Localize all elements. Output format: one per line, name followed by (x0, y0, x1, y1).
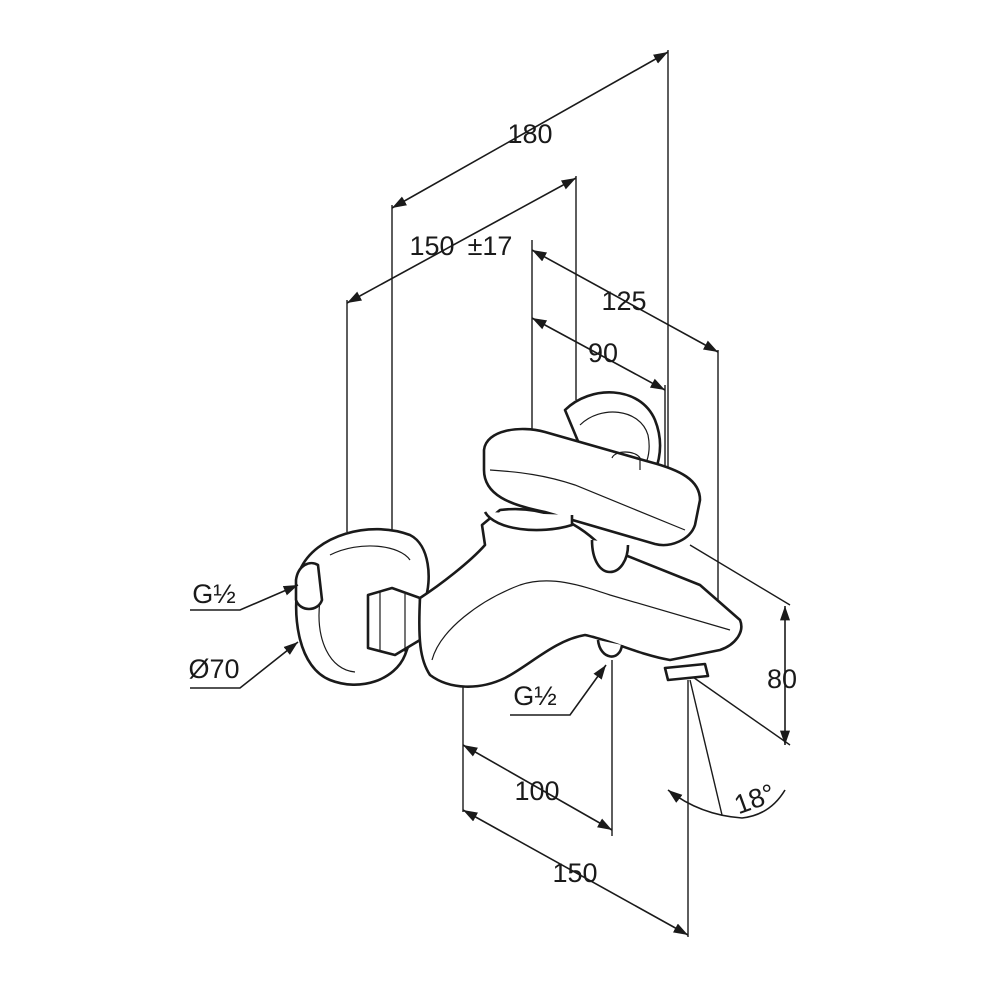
dim-tolerance-label: ±17 (468, 231, 513, 261)
dim-80-label: 80 (767, 664, 797, 694)
dim-angle-label: 18° (730, 778, 779, 820)
dim-150-bottom-label: 150 (552, 858, 597, 888)
rosette-diameter-label: Ø70 (188, 654, 239, 684)
dim-100-label: 100 (514, 776, 559, 806)
dim-180-label: 180 (507, 119, 552, 149)
faucet-illustration (294, 391, 743, 688)
dimension-lines (190, 51, 791, 936)
dim-90-label: 90 (588, 338, 618, 368)
inlet-thread-label: G½ (192, 579, 236, 609)
dim-150-label: 150 (409, 231, 454, 261)
dim-125-label: 125 (601, 286, 646, 316)
outlet-thread-label: G½ (513, 681, 557, 711)
dimension-labels: 180 150 ±17 125 90 80 100 150 18° G½ Ø70… (188, 119, 797, 888)
